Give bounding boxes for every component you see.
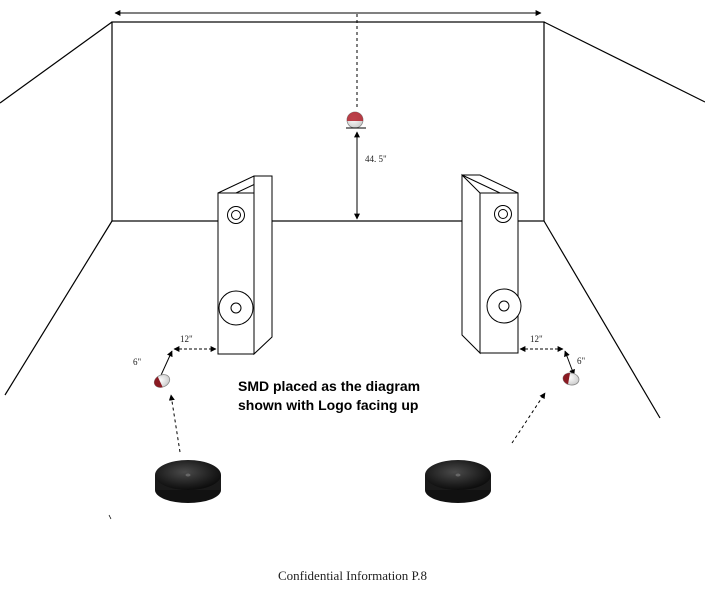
ceiling-left-edge (0, 21, 113, 104)
right-placement-arrow (511, 392, 546, 444)
right-speaker (461, 173, 522, 355)
left-vertical-offset-label: 6" (133, 357, 142, 367)
instruction-line-1: SMD placed as the diagram (238, 378, 420, 394)
right-woofer-icon (486, 288, 522, 324)
left-tweeter-icon (227, 206, 245, 224)
page-footer: Confidential Information P.8 (277, 568, 428, 583)
left-smd-puck-icon (155, 460, 221, 503)
left-microphone-icon (153, 374, 171, 388)
left-placement-arrow (168, 394, 181, 453)
instruction-line-2: shown with Logo facing up (238, 397, 418, 413)
center-microphone-icon (346, 111, 366, 129)
right-smd-puck-icon (425, 460, 491, 503)
left-horizontal-offset-label: 12" (180, 334, 193, 344)
left-woofer-icon (218, 290, 254, 326)
ceiling-right-edge (543, 21, 705, 103)
right-microphone-icon (562, 372, 580, 386)
right-horizontal-offset-label: 12" (530, 334, 543, 344)
right-tweeter-icon (494, 205, 512, 223)
room-walls (0, 21, 705, 419)
right-vertical-offset-label: 6" (577, 356, 586, 366)
height-label: 44. 5" (365, 154, 387, 164)
left-speaker (217, 175, 273, 356)
back-wall (111, 21, 545, 222)
right-offset-dimensions (519, 346, 575, 376)
floor-right-edge (543, 220, 661, 419)
stray-mark (108, 514, 112, 520)
floor-left-edge (4, 220, 113, 396)
